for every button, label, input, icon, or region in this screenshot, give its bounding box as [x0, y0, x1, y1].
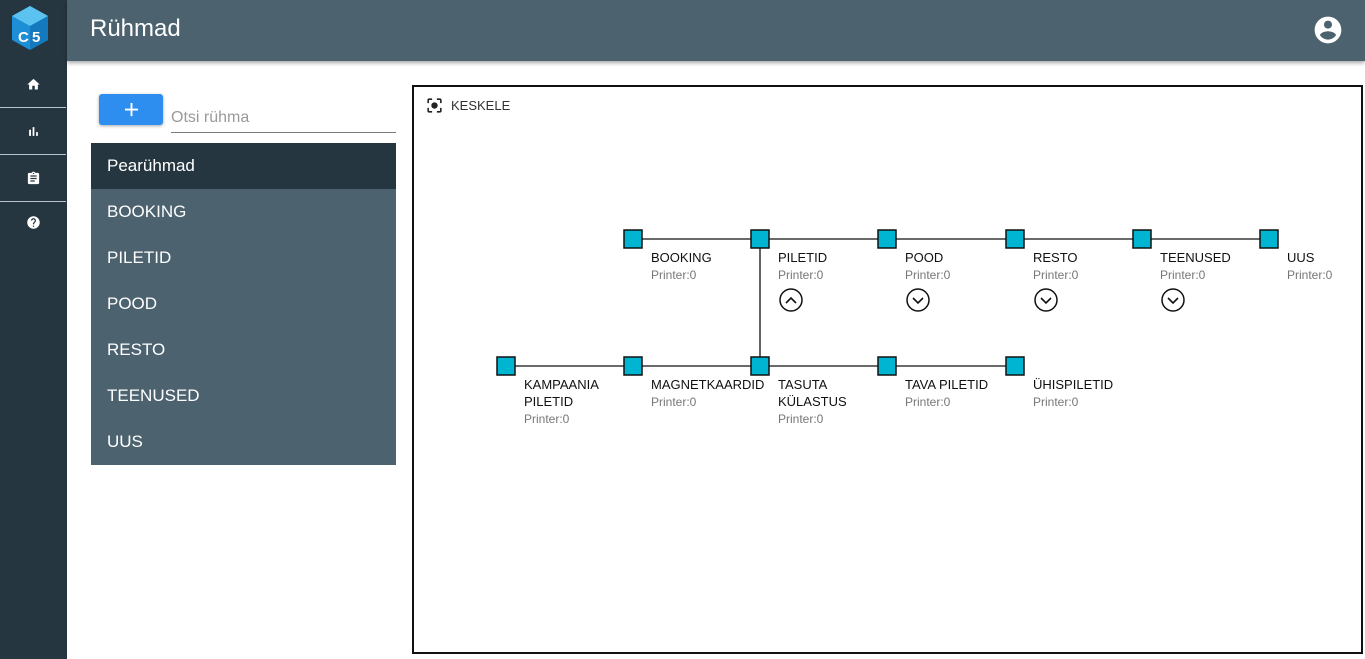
- app-logo-icon[interactable]: C 5: [10, 5, 50, 51]
- account-circle-icon[interactable]: [1312, 14, 1344, 46]
- rail-home-button[interactable]: [0, 61, 66, 107]
- diagram-node-label: POOD: [905, 250, 943, 265]
- svg-text:C: C: [18, 29, 29, 46]
- diagram-node-label: BOOKING: [651, 250, 712, 265]
- diagram-node-teenused[interactable]: [1132, 229, 1152, 249]
- group-tree-diagram: BOOKINGPrinter:0PILETIDPrinter:0POODPrin…: [496, 229, 1333, 426]
- diagram-node-kampaania[interactable]: [496, 356, 516, 376]
- diagram-node-uus[interactable]: [1259, 229, 1279, 249]
- expand-toggle-icon[interactable]: [1034, 288, 1058, 312]
- rail-divider: [0, 107, 66, 108]
- rail-assignments-button[interactable]: [0, 155, 66, 201]
- diagram-node-printer: Printer:0: [905, 395, 951, 409]
- diagram-node-label: PILETID: [524, 394, 573, 409]
- group-item-resto[interactable]: RESTO: [107, 340, 166, 359]
- diagram-node-label: TAVA PILETID: [905, 377, 988, 392]
- rail-divider: [0, 201, 66, 202]
- group-item-teenused[interactable]: TEENUSED: [107, 386, 200, 405]
- diagram-node-printer: Printer:0: [1160, 268, 1206, 282]
- svg-text:5: 5: [32, 29, 40, 46]
- diagram-node-printer: Printer:0: [778, 412, 824, 426]
- diagram-node-magnetkaardid[interactable]: [623, 356, 643, 376]
- diagram-node-label: TEENUSED: [1160, 250, 1231, 265]
- expand-toggle-icon[interactable]: [1161, 288, 1185, 312]
- group-list-header[interactable]: Pearühmad: [91, 143, 396, 189]
- diagram-node-label: KAMPAANIA: [524, 377, 599, 392]
- diagram-node-label: MAGNETKAARDID: [651, 377, 764, 392]
- plus-icon: [124, 102, 138, 117]
- group-item-booking[interactable]: BOOKING: [107, 202, 187, 221]
- rail-divider: [0, 154, 66, 155]
- group-item-uus[interactable]: UUS: [107, 432, 143, 451]
- diagram-node-tava[interactable]: [877, 356, 897, 376]
- diagram-node-label: ÜHISPILETID: [1033, 377, 1113, 392]
- group-item-piletid[interactable]: PILETID: [107, 248, 172, 267]
- center-view-button[interactable]: KESKELE: [425, 96, 510, 115]
- center-focus-icon: [427, 98, 442, 113]
- diagram-node-label: TASUTA: [778, 377, 828, 392]
- diagram-node-piletid[interactable]: [750, 229, 770, 249]
- diagram-node-printer: Printer:0: [651, 268, 697, 282]
- left-rail: C 5: [0, 0, 67, 659]
- group-item-pood[interactable]: POOD: [107, 294, 158, 313]
- diagram-node-booking[interactable]: [623, 229, 643, 249]
- home-icon: [26, 78, 40, 89]
- chevron-down-icon: [1040, 297, 1052, 305]
- diagram-node-printer: Printer:0: [1033, 395, 1079, 409]
- diagram-node-printer: Printer:0: [1287, 268, 1333, 282]
- chevron-down-icon: [1167, 297, 1179, 305]
- diagram-node-resto[interactable]: [1005, 229, 1025, 249]
- expand-toggle-icon[interactable]: [906, 288, 930, 312]
- collapse-toggle-icon[interactable]: [779, 288, 803, 312]
- group-list: Pearühmad BOOKING PILETID POOD RESTO TEE…: [91, 143, 396, 465]
- diagram-node-printer: Printer:0: [651, 395, 697, 409]
- add-group-button[interactable]: [99, 94, 163, 125]
- diagram-node-label: PILETID: [778, 250, 827, 265]
- diagram-node-pood[interactable]: [877, 229, 897, 249]
- rail-statistics-button[interactable]: [0, 108, 66, 154]
- diagram-node-tasuta[interactable]: [750, 356, 770, 376]
- diagram-node-label: UUS: [1287, 250, 1315, 265]
- chevron-down-icon: [912, 297, 924, 305]
- rail-help-button[interactable]: [0, 199, 66, 245]
- help-icon: [26, 215, 40, 229]
- header-bar: Rühmad: [67, 0, 1365, 61]
- diagram-node-printer: Printer:0: [905, 268, 951, 282]
- center-view-label: KESKELE: [451, 98, 511, 113]
- group-search-input[interactable]: [171, 104, 396, 133]
- chevron-up-icon: [785, 296, 797, 304]
- bar-chart-icon: [28, 126, 38, 136]
- page-title: Rühmad: [90, 15, 181, 42]
- diagram-node-printer: Printer:0: [778, 268, 824, 282]
- diagram-node-printer: Printer:0: [1033, 268, 1079, 282]
- diagram-node-label: KÜLASTUS: [778, 394, 847, 409]
- clipboard-icon: [27, 171, 39, 184]
- diagram-node-printer: Printer:0: [524, 412, 570, 426]
- diagram-node-uhispiletid[interactable]: [1005, 356, 1025, 376]
- diagram-node-label: RESTO: [1033, 250, 1078, 265]
